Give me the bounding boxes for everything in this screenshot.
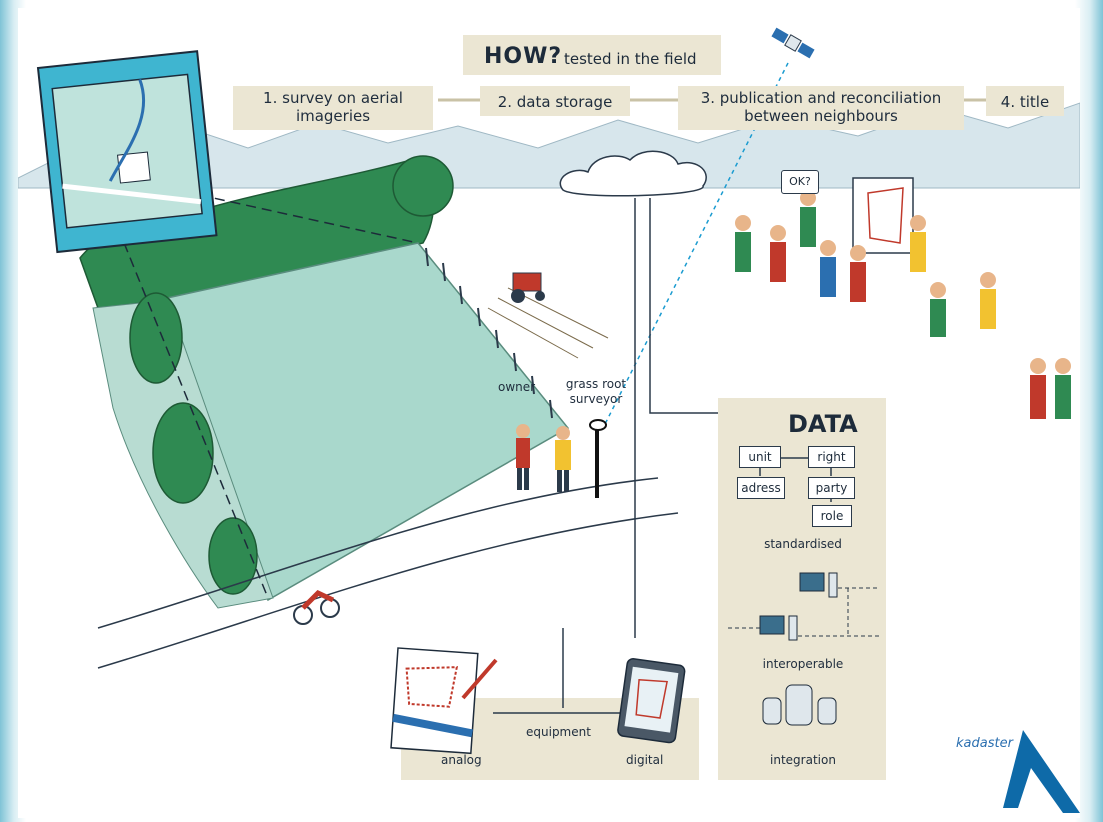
interoperable-label: interoperable (762, 657, 844, 671)
how-subtitle: tested in the field (564, 50, 697, 68)
computers-network (728, 587, 880, 637)
surveyor-label-1: grass root (565, 377, 627, 391)
owner-figure (516, 424, 530, 490)
step-2-box (480, 86, 630, 116)
satellite (771, 27, 815, 59)
step-3-box (678, 86, 964, 130)
step-1-line1: 1. survey on aerial (263, 89, 403, 107)
road (97, 477, 659, 629)
step-4-box (986, 86, 1064, 116)
neighbours-group (735, 177, 1071, 419)
data-cloud (559, 150, 707, 197)
digital-label: digital (626, 753, 664, 767)
how-header-box (463, 35, 721, 75)
scene-artwork (18, 27, 1080, 813)
tablet-device (617, 658, 686, 744)
tractor (511, 272, 545, 303)
step-2-label: 2. data storage (497, 93, 613, 111)
model-unit: unit (739, 446, 781, 468)
integration-label: integration (770, 753, 836, 767)
equipment-label: equipment (526, 725, 591, 739)
illustration: HOW? tested in the field 1. survey on ae… (18, 8, 1080, 818)
aerial-photo (36, 50, 218, 254)
how-title: HOW? (484, 44, 563, 69)
step-3-line1: 3. publication and reconciliation (700, 89, 942, 107)
model-role: role (812, 505, 852, 527)
surveyor-label-2: surveyor (569, 392, 623, 406)
motorbike (293, 589, 340, 625)
owner-label: owner (498, 380, 536, 394)
step-3-line2: between neighbours (744, 107, 898, 125)
step-1-box (233, 86, 433, 130)
model-adress: adress (737, 477, 785, 499)
step-1-line2: imageries (295, 107, 371, 125)
kadaster-logo-mark (1003, 730, 1080, 813)
fence (425, 247, 553, 419)
integration-databases (762, 684, 837, 726)
model-right: right (808, 446, 855, 468)
standardised-label: standardised (764, 537, 842, 551)
kadaster-wordmark: kadaster (956, 736, 1013, 751)
ok-speech-bubble: OK? (781, 170, 819, 194)
data-title: DATA (788, 410, 858, 438)
step-4-label: 4. title (1000, 93, 1050, 111)
analog-label: analog (441, 753, 482, 767)
analog-map (390, 647, 479, 755)
surveyor-figure (555, 426, 571, 492)
model-party: party (808, 477, 855, 499)
